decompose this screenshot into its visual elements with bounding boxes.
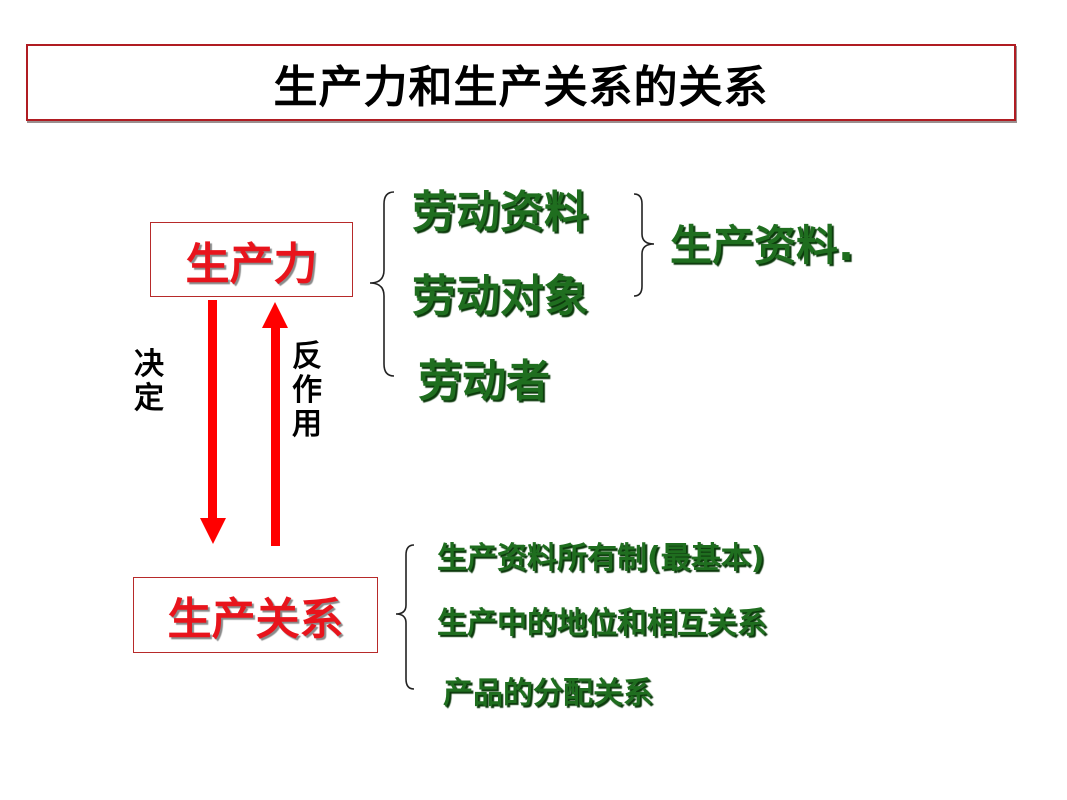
- relation-ownership: 生产资料所有制(最基本): [437, 541, 765, 576]
- right-brace-icon: [633, 193, 655, 297]
- relations-of-production-box: 生产关系: [133, 577, 378, 653]
- left-brace-icon: [369, 191, 395, 377]
- title-box: 生产力和生产关系的关系: [26, 44, 1016, 121]
- productive-forces-box: 生产力: [150, 222, 353, 297]
- lower-brace-icon: [395, 544, 415, 690]
- component-labor-means: 劳动资料: [412, 187, 588, 238]
- up-arrow-icon: [262, 302, 288, 546]
- page-title: 生产力和生产关系的关系: [273, 61, 769, 113]
- component-labor-object: 劳动对象: [412, 271, 588, 322]
- relation-status: 生产中的地位和相互关系: [437, 606, 767, 641]
- determines-label: 决定: [134, 347, 164, 416]
- relations-of-production-label: 生产关系: [167, 594, 344, 645]
- means-of-production-label: 生产资料.: [670, 221, 854, 270]
- productive-forces-label: 生产力: [185, 238, 318, 290]
- counteraction-label: 反作用: [292, 339, 322, 442]
- relation-distribution: 产品的分配关系: [443, 676, 653, 711]
- component-laborer: 劳动者: [418, 356, 550, 407]
- down-arrow-icon: [200, 300, 226, 544]
